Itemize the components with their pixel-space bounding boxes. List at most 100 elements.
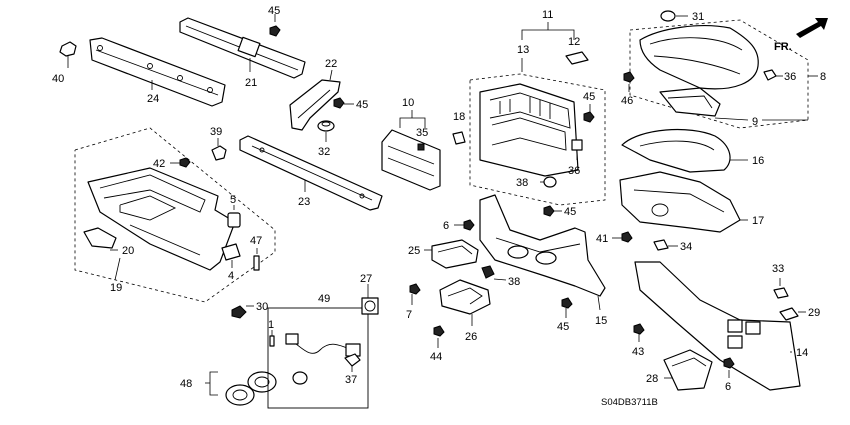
callout-25: 25 xyxy=(408,245,420,257)
callout-11-bracket xyxy=(521,29,575,40)
part-41-screw xyxy=(612,231,633,243)
diagram-code: S04DB3711B xyxy=(601,397,658,408)
part-35-clip xyxy=(417,143,425,151)
part-25-tray xyxy=(424,239,479,269)
callout-15: 15 xyxy=(595,315,607,327)
callout-34: 34 xyxy=(680,241,692,253)
part-48-socket xyxy=(205,371,277,406)
callout-12: 12 xyxy=(568,36,580,48)
part-7-screw xyxy=(409,283,421,305)
part-21-beam xyxy=(179,17,306,79)
part-27-cover xyxy=(361,284,379,315)
callout-45-top: 45 xyxy=(268,5,280,17)
callout-45-center: 45 xyxy=(583,91,595,103)
part-1-bulb xyxy=(269,330,275,347)
callout-46: 46 xyxy=(621,95,633,107)
part-13-center-panel xyxy=(479,83,579,177)
visor-frame xyxy=(629,19,809,129)
callout-49: 49 xyxy=(318,293,330,305)
part-22-bracket xyxy=(289,69,341,131)
part-36-clip-right xyxy=(763,69,783,81)
callout-35: 35 xyxy=(416,127,428,139)
part-43-screw xyxy=(633,323,645,342)
callout-45-mid: 45 xyxy=(356,99,368,111)
callout-31: 31 xyxy=(692,11,704,23)
part-36-clip-center xyxy=(571,139,583,160)
part-14-lower-cover xyxy=(634,261,801,391)
callout-45-lower: 45 xyxy=(564,206,576,218)
callout-42: 42 xyxy=(153,158,165,170)
arrow-up-right-icon xyxy=(796,18,828,38)
callout-6-right: 6 xyxy=(725,381,731,393)
callout-24: 24 xyxy=(147,93,159,105)
callout-33: 33 xyxy=(772,263,784,275)
part-38-clip-center xyxy=(540,176,557,188)
part-38-clip-lower xyxy=(481,265,507,281)
callout-22: 22 xyxy=(325,58,337,70)
callout-13: 13 xyxy=(517,44,529,56)
callout-28: 28 xyxy=(646,373,658,385)
part-34-clip xyxy=(653,239,678,251)
part-10-vent xyxy=(381,110,441,191)
part-19-glove-box xyxy=(87,167,236,271)
callout-32: 32 xyxy=(318,146,330,158)
callout-8: 8 xyxy=(820,71,826,83)
part-26-bracket xyxy=(439,279,491,326)
callout-41: 41 xyxy=(596,233,608,245)
part-6-screw-left xyxy=(454,219,475,231)
callout-38-center: 38 xyxy=(516,177,528,189)
part-23-rail xyxy=(239,135,383,211)
callout-29: 29 xyxy=(808,307,820,319)
part-31-clip xyxy=(660,10,688,22)
part-45-bolt-top xyxy=(269,14,281,37)
part-29-clip xyxy=(779,307,806,321)
part-45-bolt-mid xyxy=(333,97,354,109)
callout-17: 17 xyxy=(752,215,764,227)
callout-20: 20 xyxy=(122,245,134,257)
part-24-bracket xyxy=(89,37,226,107)
callout-43: 43 xyxy=(632,346,644,358)
callout-26: 26 xyxy=(465,331,477,343)
part-42-screw xyxy=(170,157,191,168)
callout-38-lower: 38 xyxy=(508,276,520,288)
callout-9: 9 xyxy=(752,116,758,128)
callout-6-left: 6 xyxy=(443,220,449,232)
callout-40: 40 xyxy=(52,73,64,85)
front-indicator: FR. xyxy=(774,41,792,53)
callout-4: 4 xyxy=(228,270,234,282)
callout-39: 39 xyxy=(210,126,222,138)
part-39-bolt xyxy=(211,138,227,161)
part-9-garnish xyxy=(659,87,749,121)
callout-36-right: 36 xyxy=(784,71,796,83)
callout-21: 21 xyxy=(245,77,257,89)
callout-27: 27 xyxy=(360,273,372,285)
center-panel-frame xyxy=(469,73,606,206)
callout-48: 48 xyxy=(180,378,192,390)
part-49-harness xyxy=(267,307,369,409)
part-37-connector xyxy=(344,353,361,372)
part-46-screw xyxy=(623,71,635,92)
part-32-clip xyxy=(317,120,335,142)
part-45-bolt-lower xyxy=(543,205,562,217)
callout-18: 18 xyxy=(453,111,465,123)
glovebox-frame xyxy=(74,127,276,303)
part-20-latch xyxy=(83,227,118,251)
part-5-damper xyxy=(227,205,241,228)
callout-44: 44 xyxy=(430,351,442,363)
callout-45-bottom: 45 xyxy=(557,321,569,333)
callout-23: 23 xyxy=(298,196,310,208)
part-6-screw-right xyxy=(723,357,735,378)
callout-36-center: 36 xyxy=(568,165,580,177)
part-12-switch xyxy=(565,51,589,65)
part-44-screw xyxy=(433,325,445,348)
callout-16: 16 xyxy=(752,155,764,167)
part-40-bolt xyxy=(59,41,77,68)
part-15-lower-panel xyxy=(479,194,606,311)
callout-1: 1 xyxy=(268,319,274,331)
callout-5: 5 xyxy=(230,194,236,206)
callout-10: 10 xyxy=(402,97,414,109)
part-45-bolt-bottom xyxy=(561,297,573,318)
part-4-stopper xyxy=(221,243,241,268)
callout-11: 11 xyxy=(542,9,553,21)
